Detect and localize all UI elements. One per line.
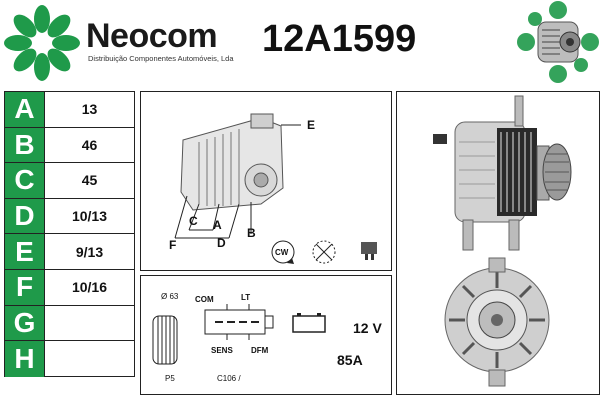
terminal-lt: LT (241, 293, 251, 302)
brand-tagline: Distribuição Componentes Automóveis, Lda (88, 54, 234, 63)
terminal-com: COM (195, 295, 214, 304)
diagram-label-e: E (307, 118, 316, 132)
spec-row-b: B 46 (5, 127, 134, 164)
rotation-label: CW (275, 248, 289, 257)
terminal-sens: SENS (211, 346, 233, 355)
connector-panel: Ø 63 P5 COM LT SENS DFM C106 / 12 V 85A (140, 275, 392, 395)
spec-row-a: A 13 (5, 92, 134, 128)
spec-key: B (5, 127, 45, 163)
pulley-diameter: Ø 63 (161, 292, 179, 301)
dimension-diagram: E C A B F D CW (140, 91, 392, 271)
spec-key: E (5, 234, 45, 269)
diagram-label-c: C (189, 214, 198, 228)
spec-key: C (5, 163, 45, 198)
diagram-label-a: A (213, 218, 222, 232)
spec-value: 46 (81, 136, 98, 153)
product-thumbnail-icon (517, 1, 599, 83)
plug-icon (204, 304, 274, 340)
spec-row-g: G (5, 305, 134, 342)
spec-row-d: D 10/13 (5, 198, 134, 235)
diagram-label-b: B (247, 226, 256, 240)
terminal-dfm: DFM (251, 346, 269, 355)
spec-key: D (5, 198, 45, 234)
voltage: 12 V (353, 320, 382, 336)
multi-position-icon (312, 240, 336, 264)
diagram-label-d: D (217, 236, 226, 250)
pulley-type: P5 (165, 374, 175, 383)
spec-key: G (5, 305, 45, 341)
spec-row-c: C 45 (5, 163, 134, 199)
spec-key: H (5, 341, 45, 377)
rotation-cw-icon (271, 240, 295, 264)
spec-value (45, 341, 134, 377)
spec-value (45, 306, 134, 341)
spec-value: 10/13 (71, 208, 108, 225)
brand-name: Neocom (86, 17, 218, 55)
spec-key: F (5, 270, 45, 305)
spec-value: 45 (81, 172, 98, 189)
diagram-label-f: F (169, 238, 177, 252)
pulley-icon (152, 315, 178, 365)
alternator-sketch-icon (174, 113, 377, 264)
part-number: 12A1599 (262, 18, 417, 60)
spec-value: 10/16 (71, 279, 108, 296)
spec-table: A 13 B 46 C 45 D 10/13 E 9/13 F 10/16 G … (4, 91, 135, 377)
neocom-logo-icon (4, 5, 80, 81)
spec-value: 13 (81, 101, 98, 118)
battery-icon (292, 313, 326, 333)
amperage: 85A (337, 352, 363, 368)
spec-value: 9/13 (75, 243, 104, 260)
spec-row-f: F 10/16 (5, 270, 134, 306)
spec-row-e: E 9/13 (5, 234, 134, 270)
plug-code: C106 / (217, 374, 241, 383)
product-photo-panel (396, 91, 600, 395)
connector-mini-icon (361, 242, 377, 260)
alternator-photo-icon (433, 95, 572, 387)
spec-row-h: H (5, 341, 134, 377)
spec-key: A (5, 92, 45, 127)
